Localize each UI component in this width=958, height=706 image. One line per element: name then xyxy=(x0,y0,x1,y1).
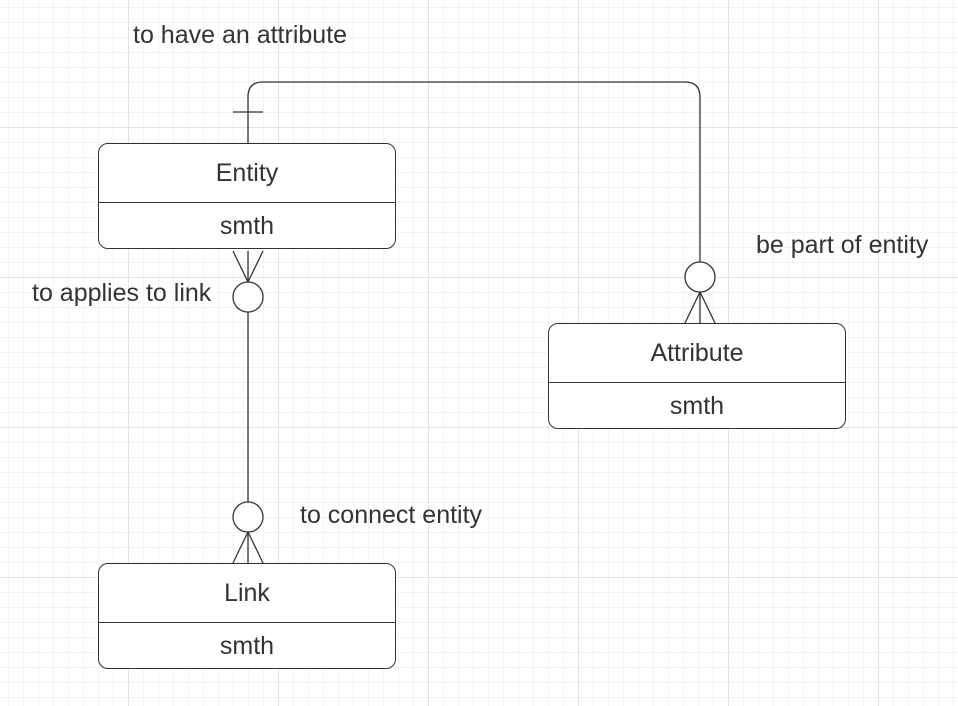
label-have-attribute: to have an attribute xyxy=(133,21,348,49)
entity-name: Attribute xyxy=(549,324,845,383)
connector-entity-attribute[interactable] xyxy=(233,81,716,324)
entity-table-attribute[interactable]: Attribute smth xyxy=(548,323,846,429)
crowfoot-link xyxy=(232,531,264,564)
label-part-of-entity: be part of entity xyxy=(756,231,929,259)
entity-attribute: smth xyxy=(219,211,275,240)
entity-name: Link xyxy=(99,564,395,623)
entity-attribute: smth xyxy=(219,631,275,660)
entity-attribute: smth xyxy=(669,391,725,420)
label-applies-to-link: to applies to link xyxy=(32,279,212,307)
crowfoot-attribute xyxy=(684,291,716,324)
zero-cardinality-circle xyxy=(232,501,264,533)
crowfoot-entity xyxy=(232,250,264,283)
entity-table-link[interactable]: Link smth xyxy=(98,563,396,669)
zero-cardinality-circle xyxy=(232,281,264,313)
zero-cardinality-circle xyxy=(684,261,716,293)
entity-table-entity[interactable]: Entity smth xyxy=(98,143,396,249)
connector-entity-link[interactable] xyxy=(232,250,264,564)
entity-name: Entity xyxy=(99,144,395,203)
label-connect-entity: to connect entity xyxy=(300,501,483,529)
